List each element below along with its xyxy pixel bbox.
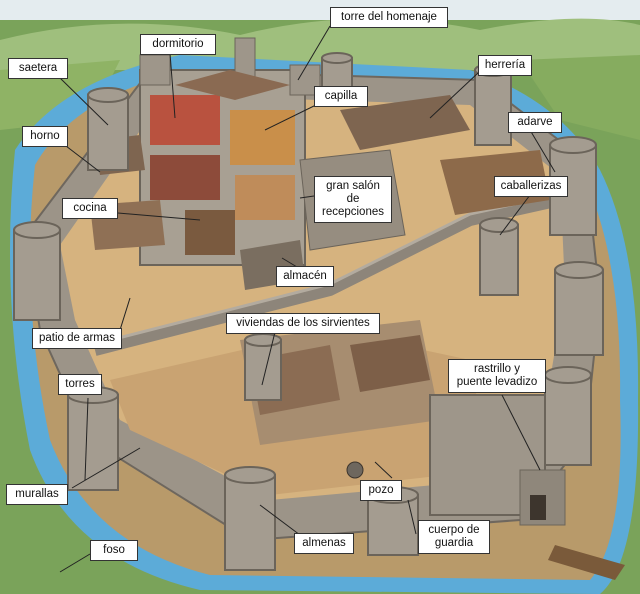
label-foso: foso — [90, 540, 138, 561]
inner-wall — [93, 194, 562, 356]
label-viviendas-sirvientes: viviendas de los sirvientes — [226, 313, 380, 334]
label-caballerizas: caballerizas — [494, 176, 568, 197]
label-torres: torres — [58, 374, 102, 395]
smithy — [340, 95, 470, 150]
label-herreria: herrería — [478, 55, 532, 76]
label-horno: horno — [22, 126, 68, 147]
label-cuerpo-de-guardia: cuerpo de guardia — [418, 520, 490, 554]
label-gran-salon: gran salón de recepciones — [314, 176, 392, 223]
label-pozo: pozo — [360, 480, 402, 501]
label-murallas: murallas — [6, 484, 68, 505]
label-patio-de-armas: patio de armas — [32, 328, 122, 349]
well — [346, 461, 364, 479]
label-almenas: almenas — [294, 533, 354, 554]
label-torre-del-homenaje: torre del homenaje — [330, 7, 448, 28]
gatehouse — [429, 394, 625, 580]
keep — [139, 37, 321, 266]
label-almacen: almacén — [276, 266, 334, 287]
label-capilla: capilla — [314, 86, 368, 107]
label-saetera: saetera — [8, 58, 68, 79]
label-cocina: cocina — [62, 198, 118, 219]
label-dormitorio: dormitorio — [140, 34, 216, 55]
label-rastrillo-puente: rastrillo y puente levadizo — [448, 359, 546, 393]
label-adarve: adarve — [508, 112, 562, 133]
